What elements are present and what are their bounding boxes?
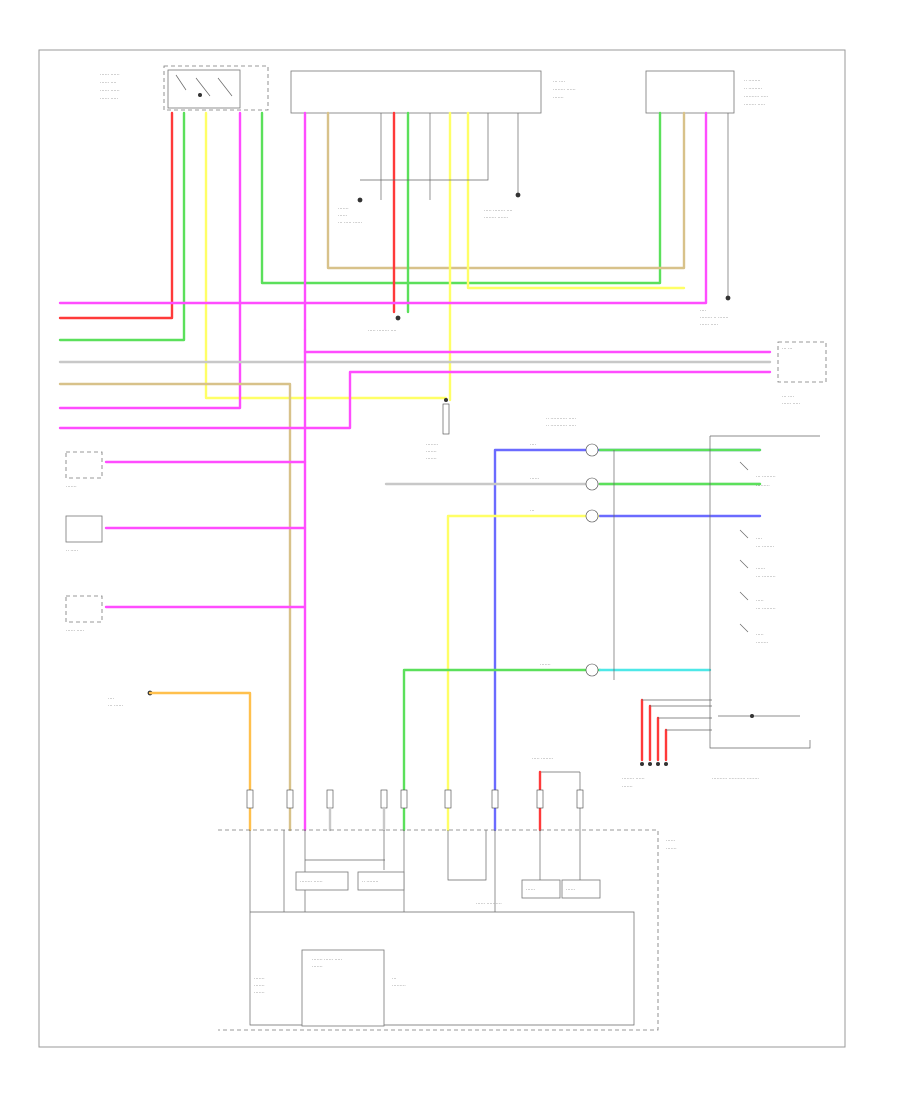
rear-unit: ···· ··· ······ [108,690,252,832]
svg-text:··· ····: ··· ···· [553,79,565,84]
svg-text:······ ··········: ······ ·········· [476,901,502,906]
steering-switch-block: ·· ··········· ····· ·· ··········· ····… [384,416,762,832]
diagram-frame [38,49,846,1048]
switch-assembly: ··· ········· ········· ···· ··· ·······… [709,435,820,781]
svg-text:········: ········ [756,640,768,645]
svg-text:····· ········ ····: ····· ········ ···· [368,328,397,333]
svg-text:····: ···· [700,308,706,313]
svg-text:····· ········: ····· ········ [532,756,553,761]
svg-text:······ ·····: ······ ····· [66,628,84,633]
svg-text:····: ···· [530,442,536,447]
svg-text:·········: ········· [392,983,406,988]
svg-text:·······: ······· [426,449,437,454]
svg-text:·······: ······· [254,990,265,995]
svg-text:······: ······ [756,566,765,571]
svg-text:······: ······ [666,838,675,843]
svg-text:········ ······: ········ ······ [622,776,645,781]
svg-text:······ ····: ······ ···· [100,80,117,85]
svg-text:·········· ··········· ·······: ·········· ··········· ········ [712,776,759,781]
rheostat-switch: ······· [65,451,103,489]
svg-text:·········: ········· [756,483,770,488]
cluster-unit: ·· ········ ·· ········· ·········· ····… [645,70,768,114]
svg-text:··· ····: ··· ···· [782,394,794,399]
svg-text:······: ······ [530,476,539,481]
lock-unit: ·· ····· [65,515,103,553]
svg-text:······: ······ [338,213,347,218]
svg-text:·······: ······· [553,95,564,100]
svg-text:·······: ······· [254,983,265,988]
svg-text:·······: ······· [338,206,349,211]
brake-lamp-switch: ······ ······ ······ ···· ······ ······ … [100,65,269,111]
svg-text:·······: ······· [312,964,323,969]
svg-text:······: ······ [566,887,575,892]
svg-text:··· ·········: ··· ········· [756,606,776,611]
svg-text:······ ·····: ······ ····· [700,322,718,327]
svg-text:·· ·········: ·· ········· [744,86,762,91]
svg-text:·······: ······· [666,846,677,851]
svg-text:·······: ······· [254,976,265,981]
svg-text:··· ······: ··· ······ [108,703,123,708]
svg-text:·········· ·····: ·········· ····· [744,94,768,99]
svg-text:········ ·· ·······: ········ ·· ······· [700,315,729,320]
svg-text:·· ··········· ·····: ·· ··········· ····· [546,416,576,421]
body-ecu: ··· ···· ········ ······ ······· [290,70,576,114]
junction-connector: ········ ······· ······· [426,398,450,461]
svg-text:······ ·····: ······ ····· [782,401,800,406]
svg-text:··· ····· ······: ··· ····· ······ [338,220,362,225]
svg-text:······ ······: ······ ······ [100,88,120,93]
ground-junction-top: ······· ······ ··· ····· ······ ····· ··… [338,192,521,225]
svg-text:········ ·····: ········ ····· [744,102,765,107]
svg-text:········ ······: ········ ······ [553,87,576,92]
svg-text:··· ·········: ··· ········· [756,474,776,479]
svg-text:·······: ······· [426,456,437,461]
svg-text:···: ··· [392,976,397,981]
svg-text:·······: ······· [622,784,633,789]
svg-text:·······: ······· [540,662,551,667]
svg-text:······· ······ ·····: ······· ······ ····· [312,957,342,962]
svg-text:·······: ······· [66,484,77,489]
svg-text:····: ···· [756,536,762,541]
svg-text:·· ·····: ·· ····· [66,548,78,553]
main-connector-row [246,789,584,832]
svg-text:····: ···· [108,696,114,701]
svg-text:·· ········: ·· ········ [362,879,379,884]
svg-text:········: ········ [426,442,438,447]
svg-text:·····: ····· [756,598,764,603]
svg-text:······ ·····: ······ ····· [100,96,118,101]
svg-text:·····: ····· [756,632,764,637]
svg-text:······: ······ [526,887,535,892]
svg-text:········ ······: ········ ······ [300,879,323,884]
rear-fog-connector: ··· ··· ··· ···· ······ ····· [777,341,827,406]
svg-text:······ ······: ······ ······ [100,72,120,77]
svg-text:···: ··· [530,508,535,513]
svg-text:··· ···: ··· ··· [782,346,792,351]
meter-connector: ········ ······ ······· [622,698,712,789]
svg-text:··· ········: ··· ········ [756,544,774,549]
main-ecu: ······ ······· ········ ······ ·· ······… [218,829,677,1031]
svg-text:········ ·······: ········ ······· [484,215,508,220]
parking-brake-switch: ······ ····· [65,595,103,633]
svg-text:·· ········: ·· ········ [744,78,761,83]
ground-junction-mid: ····· ········ ···· ···· ········ ·· ···… [368,295,731,333]
svg-text:·· ··········· ·····: ·· ··········· ····· [546,423,576,428]
svg-text:····· ········ ····: ····· ········ ···· [484,208,513,213]
svg-text:··· ·········: ··· ········· [756,574,776,579]
